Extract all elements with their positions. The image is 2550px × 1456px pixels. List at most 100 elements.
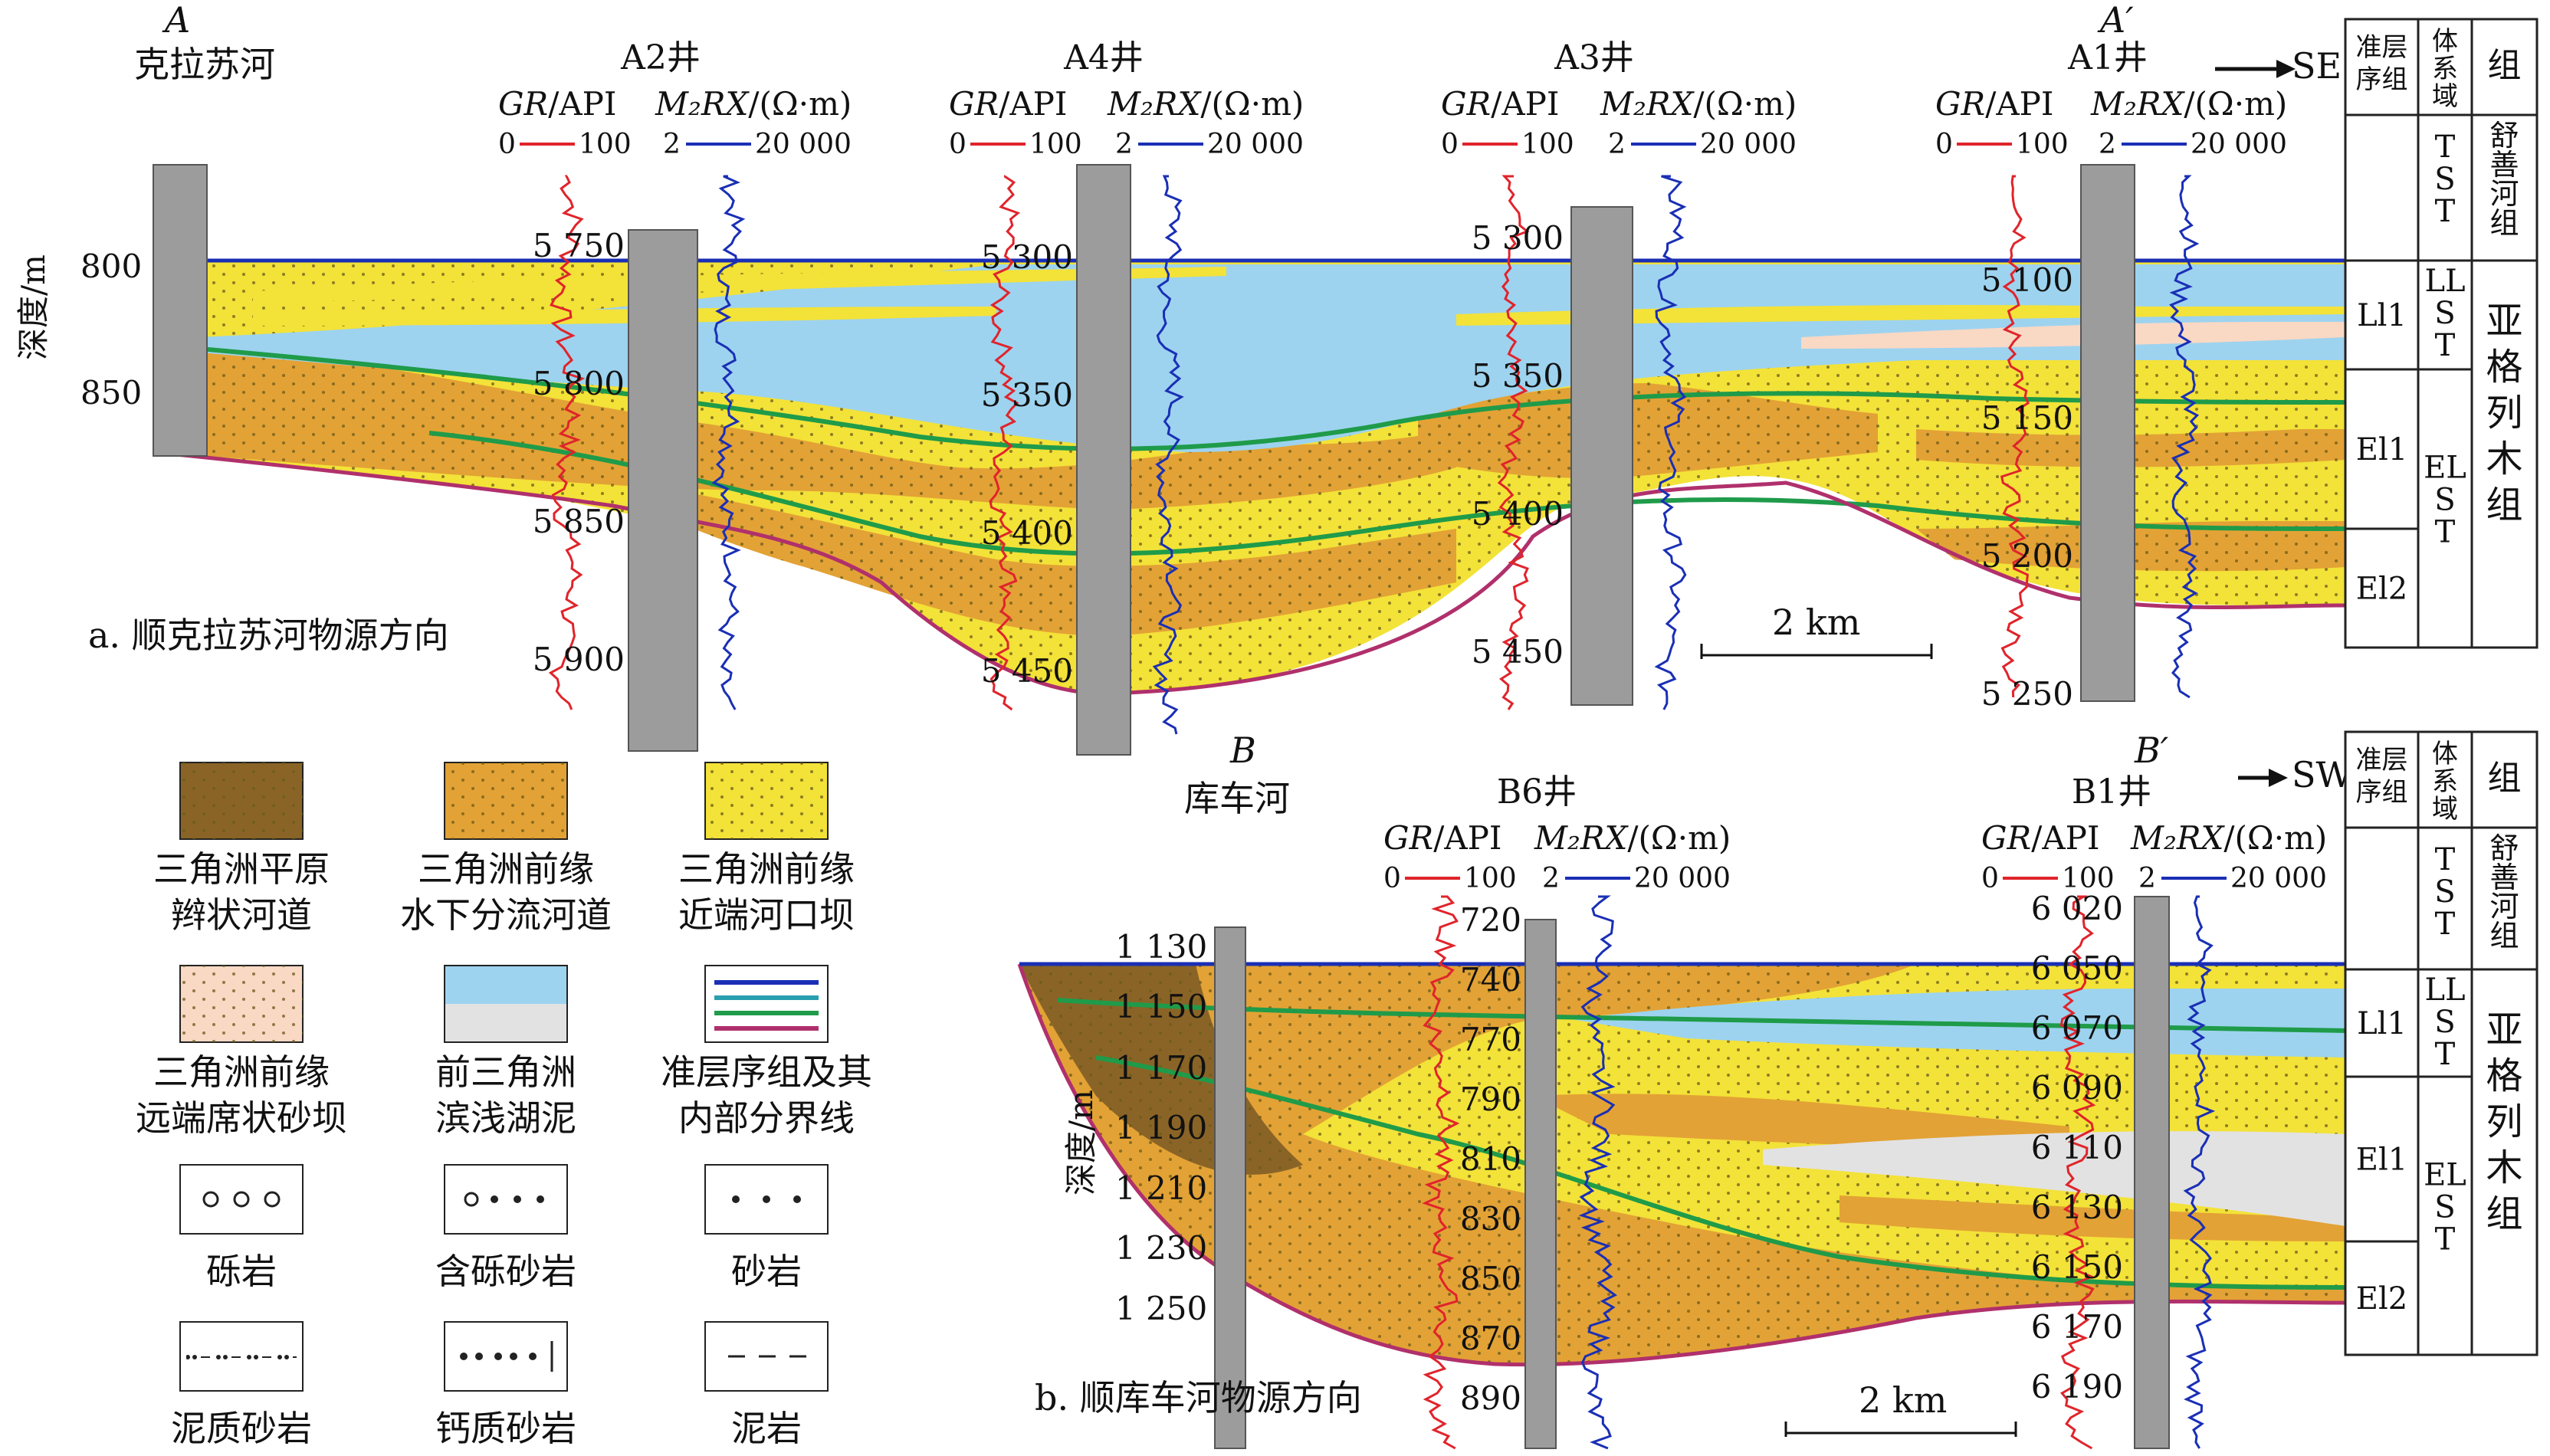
well-a1-depth-label: 5 200 [1981, 537, 2073, 575]
well-column-b1 [2134, 896, 2170, 1449]
section-b-labels: B 库车河 B′ SW 深度/m 1 130 1 150 1 170 1 190… [1035, 730, 2353, 1437]
section-a-start-place: 克拉苏河 [134, 44, 275, 85]
section-b-depth-tick: 1 130 [1115, 928, 1207, 966]
gr-log-curve [989, 175, 1021, 711]
section-b-direction: SW [2292, 754, 2353, 795]
well-b1-depth-label: 6 070 [2031, 1009, 2123, 1047]
section-b-start-letter: B [1229, 730, 1256, 771]
formation-lower: 列 [2486, 1100, 2522, 1143]
formation-lower: 列 [2486, 392, 2522, 435]
table-header: 准层 [2356, 745, 2408, 776]
boundary-line-green-a2 [428, 431, 2346, 556]
log-curves [548, 175, 2216, 1450]
well-column-a-start [153, 164, 208, 457]
well-a1-gr-max: 100 [2016, 129, 2069, 160]
systems-tract-tst: T [2435, 130, 2456, 165]
well-b1-depth-label: 6 130 [2031, 1189, 2123, 1226]
well-a2-well-name: A2井 [620, 38, 701, 77]
legend-item: 泥质砂岩 [171, 1321, 312, 1449]
formation-lower: 格 [2486, 346, 2522, 389]
well-a2-res-max: 20 000 [755, 129, 852, 160]
well-a3-depth-label: 5 300 [1472, 219, 1564, 257]
legend-label: 泥岩 [731, 1408, 802, 1449]
formation-upper: 组 [2489, 206, 2519, 240]
legend-item: 砂岩 [704, 1164, 829, 1292]
front-channel-b3 [1839, 1195, 2345, 1241]
legend-item: 砾岩 [179, 1164, 304, 1292]
systems-tract-tst: T [2435, 842, 2456, 877]
well-b1-depth-label: 6 190 [2031, 1368, 2123, 1405]
legend-item: 含砾砂岩 [435, 1164, 576, 1292]
parasequence-set-el2: El2 [2356, 1281, 2407, 1317]
well-b1-res-min: 2 [2138, 863, 2156, 894]
well-b1-depth-label: 6 020 [2031, 890, 2123, 927]
section-a-scale-bar: 2 km [1772, 602, 1860, 643]
well-a3-res-max: 20 000 [1700, 129, 1797, 160]
well-column-a3 [1570, 206, 1633, 706]
parasequence-set-el1: El1 [2356, 432, 2407, 467]
resistivity-log-curve [1578, 895, 1617, 1450]
systems-tract-tst: T [2435, 907, 2456, 942]
section-a-depth-axis-label: 深度/m [15, 254, 52, 360]
well-b6-res-max: 20 000 [1634, 863, 1731, 894]
systems-tract-elst: S [2434, 1190, 2455, 1225]
formation-lower: 格 [2486, 1054, 2522, 1097]
well-b1-well-name: B1井 [2072, 772, 2151, 812]
formation-upper: 善 [2489, 148, 2519, 182]
well-a1-depth-label: 5 150 [1981, 399, 2073, 437]
well-column-b-start [1214, 926, 1246, 1449]
well-a2-depth-label: 5 900 [533, 641, 625, 678]
legend-label: 三角洲前缘 [678, 848, 855, 890]
legend-label: 内部分界线 [678, 1097, 855, 1139]
table-header: 组 [2488, 759, 2522, 798]
well-a1-gr-header: GR/API [1935, 85, 2054, 123]
well-a3-depth-label: 5 450 [1472, 633, 1564, 671]
well-a1-res-max: 20 000 [2191, 129, 2287, 160]
legend-item: 泥岩 [704, 1321, 829, 1449]
systems-tract-elst: T [2435, 1222, 2456, 1258]
well-b1-depth-label: 6 170 [2031, 1308, 2123, 1346]
resistivity-log-curve [1654, 175, 1687, 710]
parasequence-set-ll1: Ll1 [2357, 298, 2407, 333]
formation-upper: 河 [2489, 177, 2519, 211]
section-b-end-label: B′ [2134, 730, 2169, 771]
well-column-b6 [1524, 919, 1557, 1449]
section-b-depth-tick: 1 210 [1115, 1169, 1207, 1207]
well-b6-gr-header: GR/API [1383, 819, 1502, 857]
well-b6-gr-max: 100 [1464, 863, 1517, 894]
well-a2-gr-header: GR/API [498, 85, 617, 123]
section-b-depth-axis-label: 深度/m [1062, 1090, 1100, 1195]
legend-label: 泥质砂岩 [171, 1408, 312, 1449]
well-a2-gr-max: 100 [579, 129, 632, 160]
section-a [153, 258, 2346, 696]
well-b6-res-header: M₂RX/(Ω·m) [1534, 819, 1731, 857]
well-columns [153, 164, 2170, 1449]
legend-label: 砾岩 [206, 1251, 277, 1292]
well-b6-depth-label: 740 [1460, 961, 1521, 999]
formation-lower: 亚 [2486, 1008, 2522, 1051]
well-b1-gr-header: GR/API [1981, 819, 2100, 857]
well-a3-res-header: M₂RX/(Ω·m) [1600, 85, 1797, 123]
well-a3-res-min: 2 [1608, 129, 1626, 160]
well-b6-depth-label: 850 [1460, 1260, 1521, 1297]
table-header: 体 [2432, 739, 2458, 769]
table-header: 序组 [2356, 777, 2408, 808]
well-a1-gr-min: 0 [1935, 129, 1953, 160]
legend-label: 辫状河道 [171, 894, 312, 936]
section-b [1017, 962, 2346, 1367]
well-a2-depth-label: 5 800 [533, 365, 625, 402]
well-a4-well-name: A4井 [1063, 38, 1144, 77]
legend-label: 三角洲平原 [153, 848, 330, 890]
well-a4-res-min: 2 [1115, 129, 1133, 160]
well-b6-depth-label: 790 [1460, 1081, 1521, 1118]
well-a1-depth-label: 5 100 [1981, 261, 2073, 299]
legend-label: 近端河口坝 [678, 894, 855, 936]
well-a4-depth-label: 5 300 [981, 238, 1073, 276]
